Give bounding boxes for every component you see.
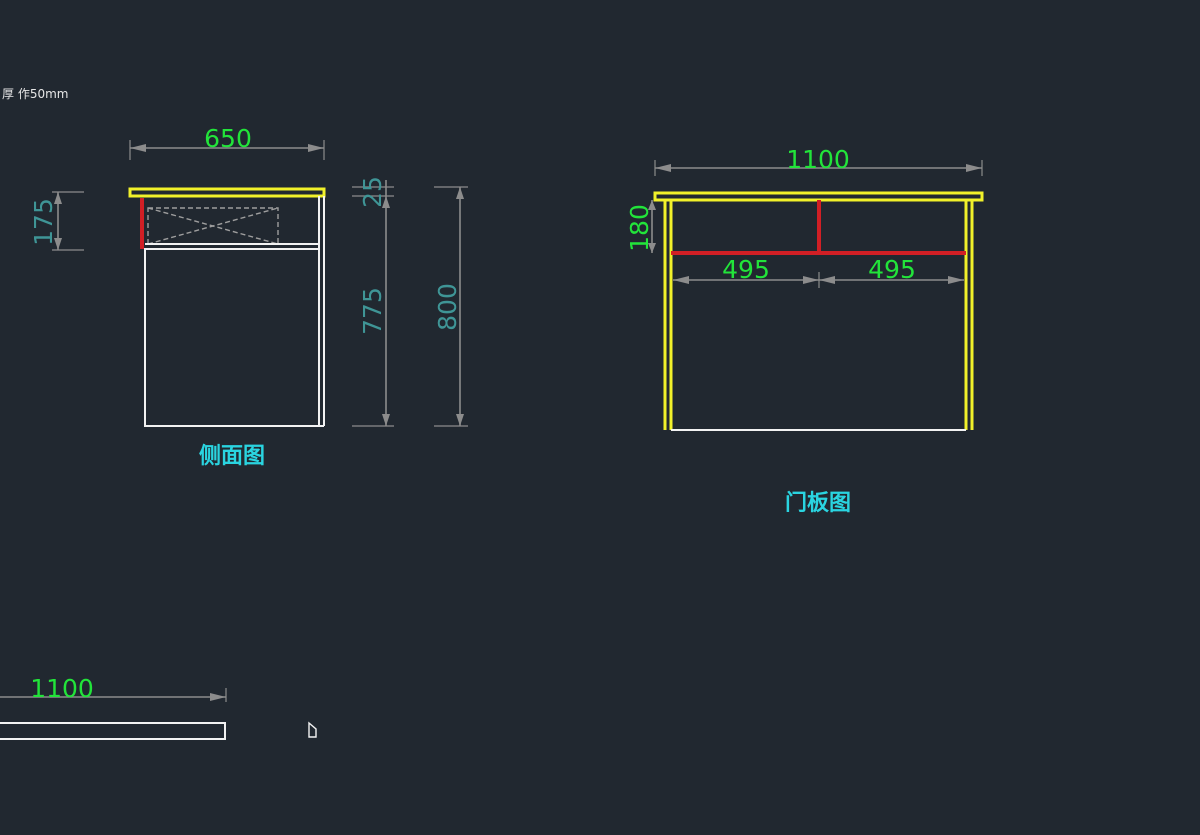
material-note: 厚 作50mm bbox=[2, 87, 68, 101]
door-right-panel-label: 495 bbox=[868, 255, 916, 284]
door-view-title: 门板图 bbox=[785, 490, 851, 516]
side-body-outline bbox=[144, 196, 320, 427]
door-panel-width-dimensions: 495 495 bbox=[673, 255, 964, 288]
side-total-height-dimension: 800 bbox=[433, 186, 468, 427]
plank-length-label: 1100 bbox=[30, 674, 94, 703]
plank-view: 1100 bbox=[0, 674, 227, 740]
door-rail-height-dimension: 180 bbox=[625, 200, 656, 253]
plank-outline bbox=[0, 722, 226, 740]
side-top-thickness-label: 25 bbox=[358, 176, 387, 208]
side-view-title: 侧面图 bbox=[199, 444, 265, 469]
door-view: 1100 180 495 495 门板图 bbox=[625, 145, 984, 516]
side-top-board bbox=[128, 187, 326, 198]
side-width-label: 650 bbox=[204, 124, 252, 153]
side-drawer-height-dimension: 175 bbox=[29, 191, 84, 251]
door-rail-height-label: 180 bbox=[625, 204, 654, 252]
side-body-height-label: 775 bbox=[358, 287, 387, 335]
door-width-label: 1100 bbox=[786, 145, 850, 174]
side-total-height-label: 800 bbox=[433, 283, 462, 331]
door-width-dimension: 1100 bbox=[654, 145, 983, 176]
mouse-cursor-icon bbox=[308, 721, 317, 738]
side-width-dimension: 650 bbox=[129, 124, 325, 160]
side-view: 650 175 25 bbox=[29, 124, 468, 469]
side-drawer-box bbox=[147, 207, 279, 245]
door-left-panel-label: 495 bbox=[722, 255, 770, 284]
side-stacked-height-dimension: 25 775 bbox=[352, 176, 394, 427]
side-drawer-height-label: 175 bbox=[29, 198, 58, 246]
door-top-board bbox=[653, 191, 984, 202]
